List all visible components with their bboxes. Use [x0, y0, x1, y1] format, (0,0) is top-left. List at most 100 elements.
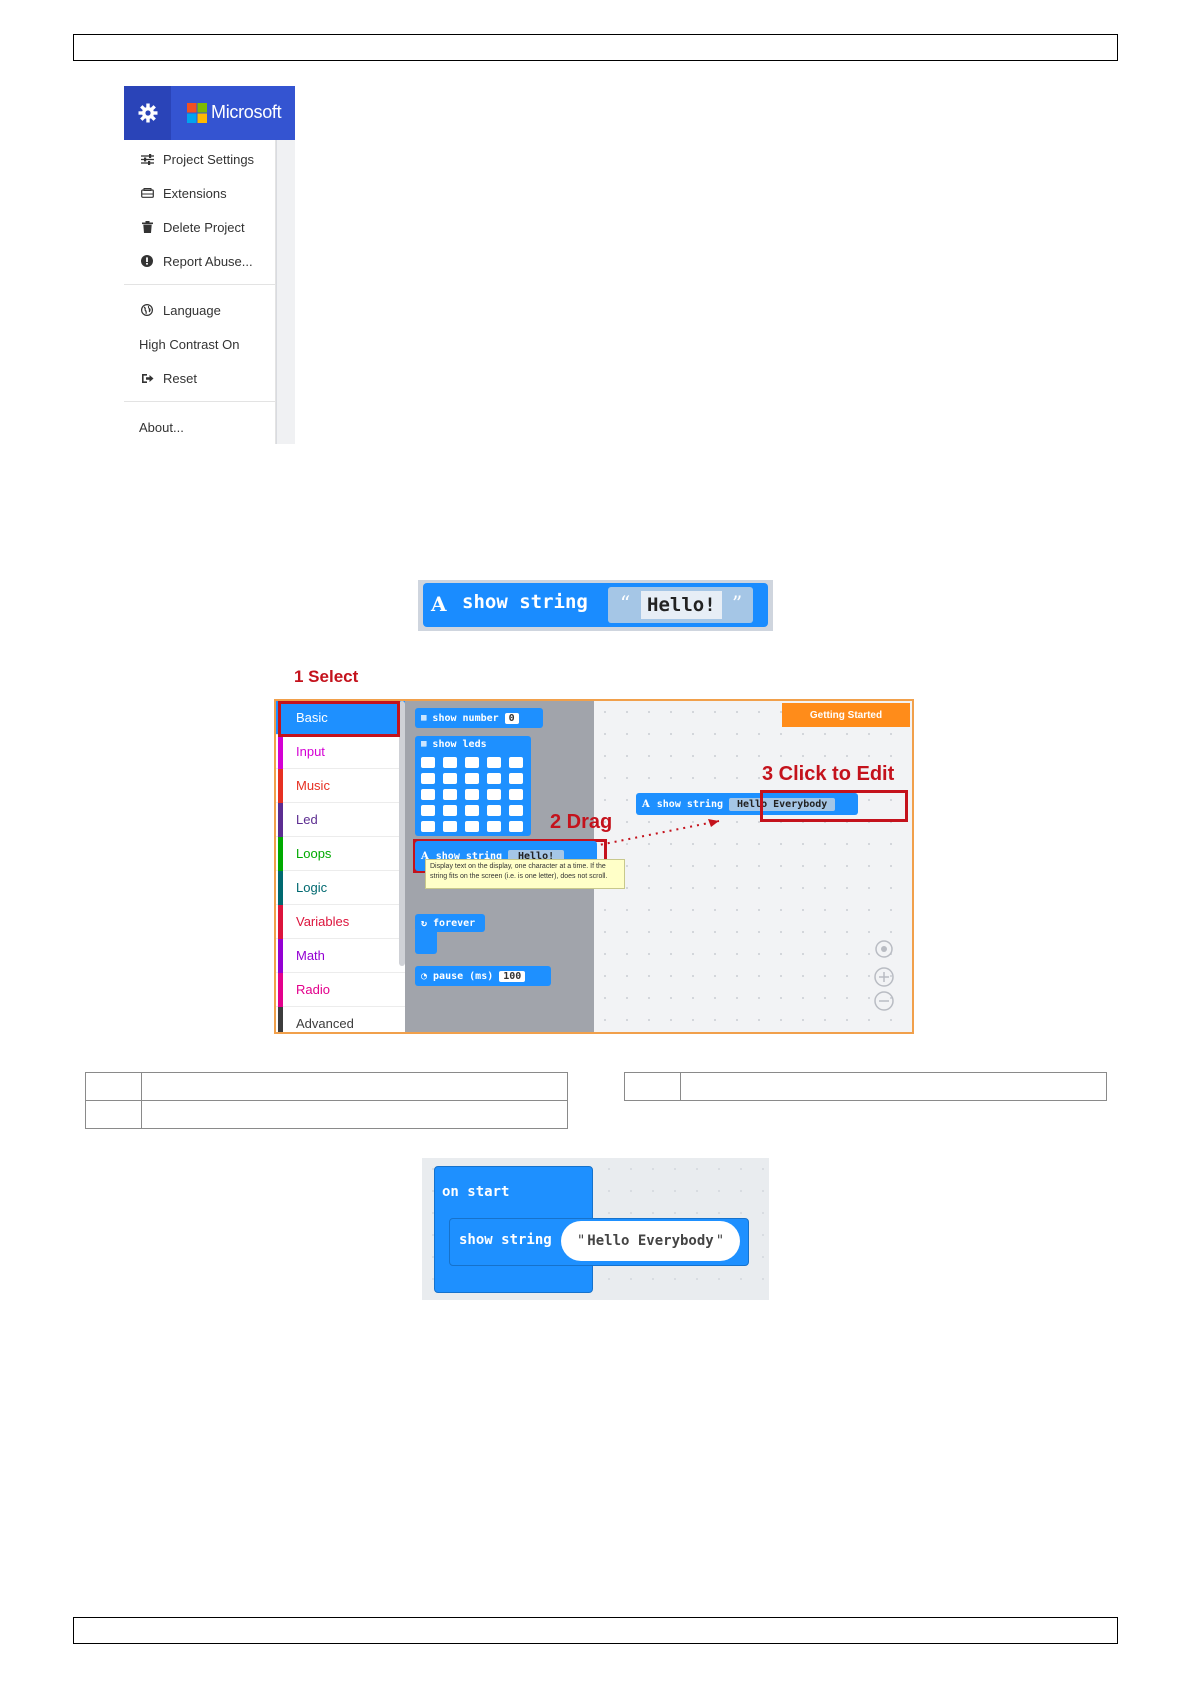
category-label: Variables — [296, 914, 350, 929]
page-header-box — [73, 34, 1118, 61]
empty-table-left — [85, 1072, 568, 1129]
category-led[interactable]: Led — [276, 803, 405, 837]
led-cell[interactable] — [443, 789, 457, 800]
category-music[interactable]: Music — [276, 769, 405, 803]
led-cell[interactable] — [465, 805, 479, 816]
block-label: show string — [435, 850, 502, 862]
led-cell[interactable] — [509, 805, 523, 816]
led-cell[interactable] — [509, 773, 523, 784]
category-label: Logic — [296, 880, 328, 895]
number-input[interactable]: 0 — [504, 712, 519, 724]
led-cell[interactable] — [443, 757, 457, 768]
category-variables[interactable]: Variables — [276, 905, 405, 939]
block-flyout: ▦ show number 0 ▦ show leds A show strin… — [405, 701, 625, 1032]
category-loops[interactable]: Loops — [276, 837, 405, 871]
led-cell[interactable] — [421, 821, 435, 832]
category-radio[interactable]: Radio — [276, 973, 405, 1007]
trash-icon — [140, 220, 154, 234]
menu-item-label: Project Settings — [163, 151, 255, 167]
alert-icon — [140, 254, 154, 268]
sliders-icon — [140, 152, 154, 166]
block-label: forever — [433, 917, 476, 929]
statement-label: show string — [459, 1232, 552, 1248]
led-cell[interactable] — [465, 821, 479, 832]
led-cell[interactable] — [487, 789, 501, 800]
extensions-icon — [140, 186, 154, 200]
number-icon: ▦ — [421, 713, 427, 723]
menu-item-label: Delete Project — [163, 219, 245, 235]
block-tooltip: Display text on the display, one charact… — [425, 859, 625, 889]
category-label: Loops — [296, 846, 332, 861]
led-cell[interactable] — [487, 773, 501, 784]
led-cell[interactable] — [487, 805, 501, 816]
drag-arrow — [594, 819, 720, 847]
page-footer-box — [73, 1617, 1118, 1644]
toolbox-categories: Basic Input Music Led Loops Logic Variab… — [276, 701, 405, 1032]
menu-item-label: About... — [139, 419, 184, 435]
led-cell[interactable] — [465, 757, 479, 768]
gear-icon — [138, 103, 158, 123]
show-number-block[interactable]: ▦ show number 0 — [415, 708, 543, 728]
led-cell[interactable] — [487, 821, 501, 832]
category-input[interactable]: Input — [276, 735, 405, 769]
category-label: Music — [296, 778, 330, 793]
gear-button[interactable] — [124, 86, 171, 140]
menu-item-about[interactable]: About... — [124, 412, 276, 442]
menu-item-report-abuse[interactable]: Report Abuse... — [124, 246, 276, 276]
grid-icon: ▦ — [421, 739, 427, 749]
led-cell[interactable] — [487, 757, 501, 768]
led-cell[interactable] — [421, 773, 435, 784]
zoom-controls[interactable] — [872, 939, 896, 1015]
workspace: Getting Started A show string Hello Ever… — [594, 701, 912, 1032]
makecode-editor: Basic Input Music Led Loops Logic Variab… — [274, 699, 914, 1034]
menu-item-reset[interactable]: Reset — [124, 363, 276, 393]
string-input[interactable]: “ Hello! ” — [608, 587, 753, 623]
text-icon: A — [642, 798, 650, 810]
toolbox-scrollbar[interactable] — [399, 701, 405, 966]
category-advanced[interactable]: Advanced — [276, 1007, 405, 1032]
led-cell[interactable] — [421, 805, 435, 816]
led-grid[interactable] — [421, 757, 531, 835]
block-label: pause (ms) — [433, 970, 494, 982]
string-input[interactable]: Hello Everybody — [729, 797, 836, 811]
globe-icon — [140, 303, 154, 317]
led-cell[interactable] — [465, 773, 479, 784]
menu-item-language[interactable]: Language — [124, 295, 276, 325]
pause-icon: ◔ — [421, 970, 428, 982]
number-input[interactable]: 100 — [499, 970, 526, 982]
getting-started-button[interactable]: Getting Started — [782, 703, 910, 727]
led-cell[interactable] — [465, 789, 479, 800]
menu-item-extensions[interactable]: Extensions — [124, 178, 276, 208]
category-logic[interactable]: Logic — [276, 871, 405, 905]
menu-item-label: High Contrast On — [139, 336, 240, 352]
led-cell[interactable] — [421, 757, 435, 768]
led-cell[interactable] — [421, 789, 435, 800]
led-cell[interactable] — [443, 821, 457, 832]
workspace-show-string-block[interactable]: A show string Hello Everybody — [636, 793, 858, 815]
menu-item-label: Report Abuse... — [163, 253, 253, 269]
brand-name: Microsoft — [211, 102, 282, 122]
category-label: Math — [296, 948, 325, 963]
led-cell[interactable] — [443, 773, 457, 784]
block-label: show number — [432, 712, 499, 724]
forever-block[interactable]: ↻ forever — [415, 914, 485, 932]
block-label: show string — [656, 798, 723, 810]
led-cell[interactable] — [509, 789, 523, 800]
led-cell[interactable] — [509, 821, 523, 832]
show-leds-block[interactable]: ▦ show leds — [415, 736, 531, 836]
show-string-block-image: A show string “ Hello! ” — [418, 580, 773, 631]
menu-item-high-contrast[interactable]: High Contrast On — [124, 329, 276, 359]
led-cell[interactable] — [443, 805, 457, 816]
led-cell[interactable] — [509, 757, 523, 768]
menu-item-project-settings[interactable]: Project Settings — [124, 144, 276, 174]
string-field[interactable]: "Hello Everybody" — [561, 1221, 740, 1261]
event-label: on start — [442, 1184, 510, 1200]
pause-block[interactable]: ◔ pause (ms) 100 — [415, 966, 551, 986]
settings-menu: Microsoft Project Settings Extensions De… — [124, 86, 295, 444]
text-icon: A — [421, 850, 429, 862]
category-math[interactable]: Math — [276, 939, 405, 973]
text-icon: A — [431, 592, 447, 616]
menu-item-delete-project[interactable]: Delete Project — [124, 212, 276, 242]
menu-separator — [124, 401, 276, 402]
menu-item-label: Language — [163, 302, 221, 318]
